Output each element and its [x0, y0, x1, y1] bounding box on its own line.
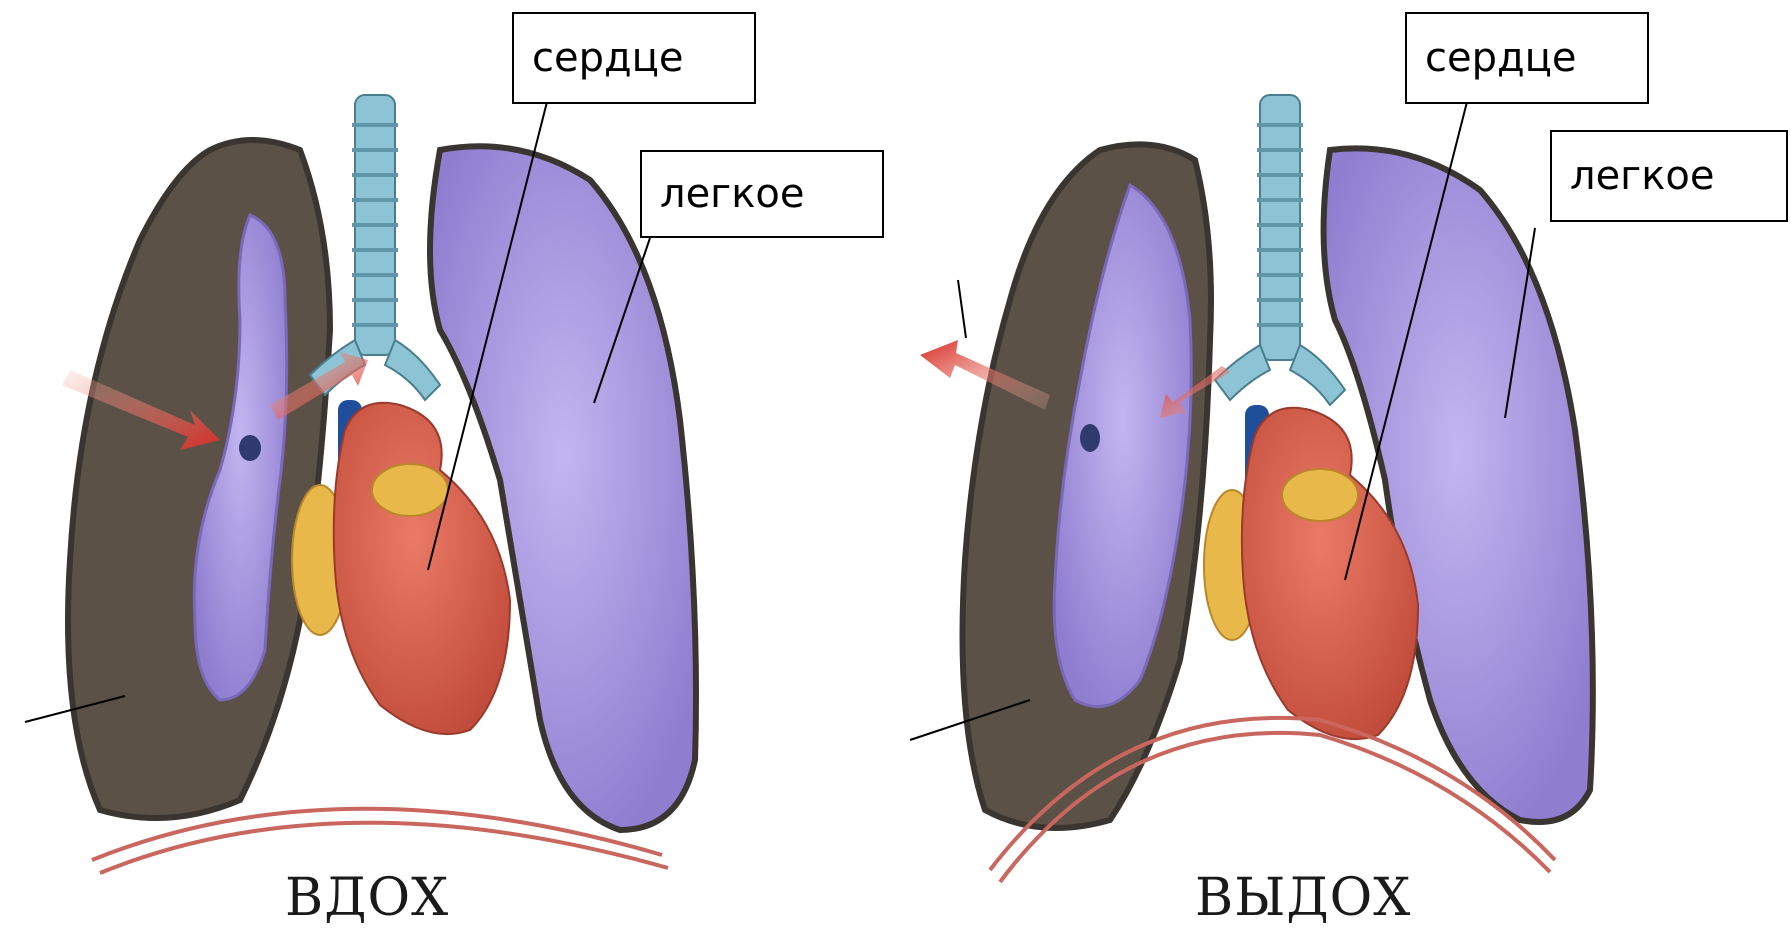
exhale-caption: ВЫДОХ [1195, 868, 1411, 928]
lung-label-exhale: легкое [1550, 130, 1788, 222]
heart-label-text: сердце [532, 35, 683, 81]
bronchus-spot [239, 435, 261, 461]
lung-label-inhale: легкое [640, 150, 884, 238]
heart [292, 403, 510, 734]
heart-label-exhale: сердце [1405, 12, 1649, 104]
inhale-panel [25, 95, 696, 873]
bronchus-spot-2 [1080, 424, 1100, 452]
inhale-caption: ВДОХ [285, 868, 449, 928]
heart-label-text-2: сердце [1425, 35, 1576, 81]
exhale-panel [910, 95, 1593, 882]
pleural-cavity [68, 140, 330, 818]
heart-label-inhale: сердце [512, 12, 756, 104]
lung-label-text-2: легкое [1570, 153, 1714, 199]
lung-label-text: легкое [660, 171, 804, 217]
